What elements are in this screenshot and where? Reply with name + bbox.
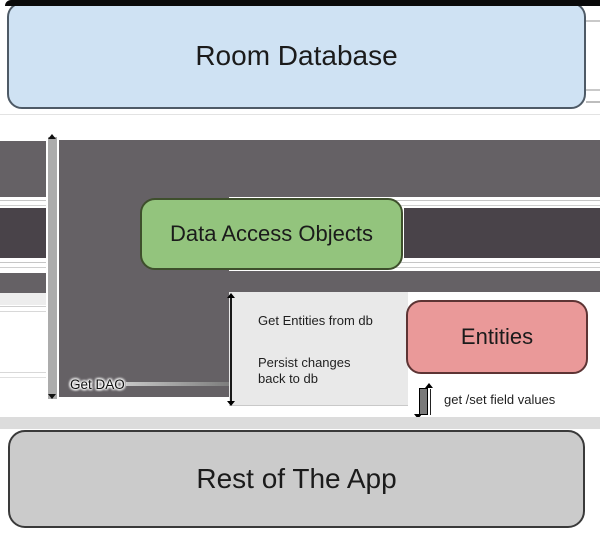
- artifact-hairline: [586, 89, 600, 91]
- arrowhead-down-icon: [48, 394, 56, 399]
- artifact-hairline: [586, 101, 600, 103]
- node-room-database: Room Database: [7, 2, 586, 109]
- edge-label-persist: Persist changes back to db: [258, 355, 351, 387]
- node-app-label: Rest of The App: [196, 463, 397, 494]
- arrowhead-up-icon: [425, 383, 433, 388]
- arrowhead-down-icon: [414, 414, 422, 419]
- arrow-band-left-bottom: [0, 273, 46, 293]
- artifact-hairline: [0, 114, 600, 115]
- arrowhead-down-icon: [227, 401, 235, 406]
- edge-label-get-entities: Get Entities from db: [258, 313, 373, 328]
- arrow-fade-artifact: [0, 293, 46, 305]
- node-dao-label: Data Access Objects: [170, 221, 373, 246]
- arrow-band-left-top: [0, 141, 46, 197]
- arrowhead-up-icon: [48, 134, 56, 139]
- artifact-hairline: [0, 372, 46, 373]
- node-entities-label: Entities: [460, 324, 534, 349]
- arrowhead-up-icon: [227, 293, 235, 298]
- node-data-access-objects: Data Access Objects: [140, 198, 403, 270]
- edge-label-persist-line2: back to db: [258, 371, 318, 386]
- node-rest-of-the-app: Rest of The App: [8, 430, 585, 528]
- artifact-hairline: [0, 311, 46, 312]
- get-dao-arrow: [46, 137, 59, 399]
- node-entities: Entities: [406, 300, 588, 374]
- edge-label-get-dao: Get DAO: [70, 377, 125, 392]
- arrow-band-left-middle: [0, 208, 46, 258]
- entities-app-arrow-line: [430, 389, 431, 415]
- edge-label-persist-line1: Persist changes: [258, 355, 351, 370]
- artifact-hairline: [0, 377, 46, 378]
- artifact-hairline: [0, 306, 46, 307]
- get-dao-leader-line: [126, 382, 229, 386]
- entities-app-arrow: [419, 388, 428, 415]
- edge-label-panel: [229, 292, 408, 406]
- dao-entities-arrow: [230, 298, 232, 402]
- bottom-stripe-artifact: [0, 417, 600, 429]
- edge-label-get-set: get /set field values: [444, 392, 556, 407]
- top-black-bar-artifact: [5, 0, 600, 6]
- arrow-band-dark-right: [404, 208, 600, 258]
- artifact-hairline: [586, 20, 600, 22]
- node-room-database-label: Room Database: [195, 39, 398, 71]
